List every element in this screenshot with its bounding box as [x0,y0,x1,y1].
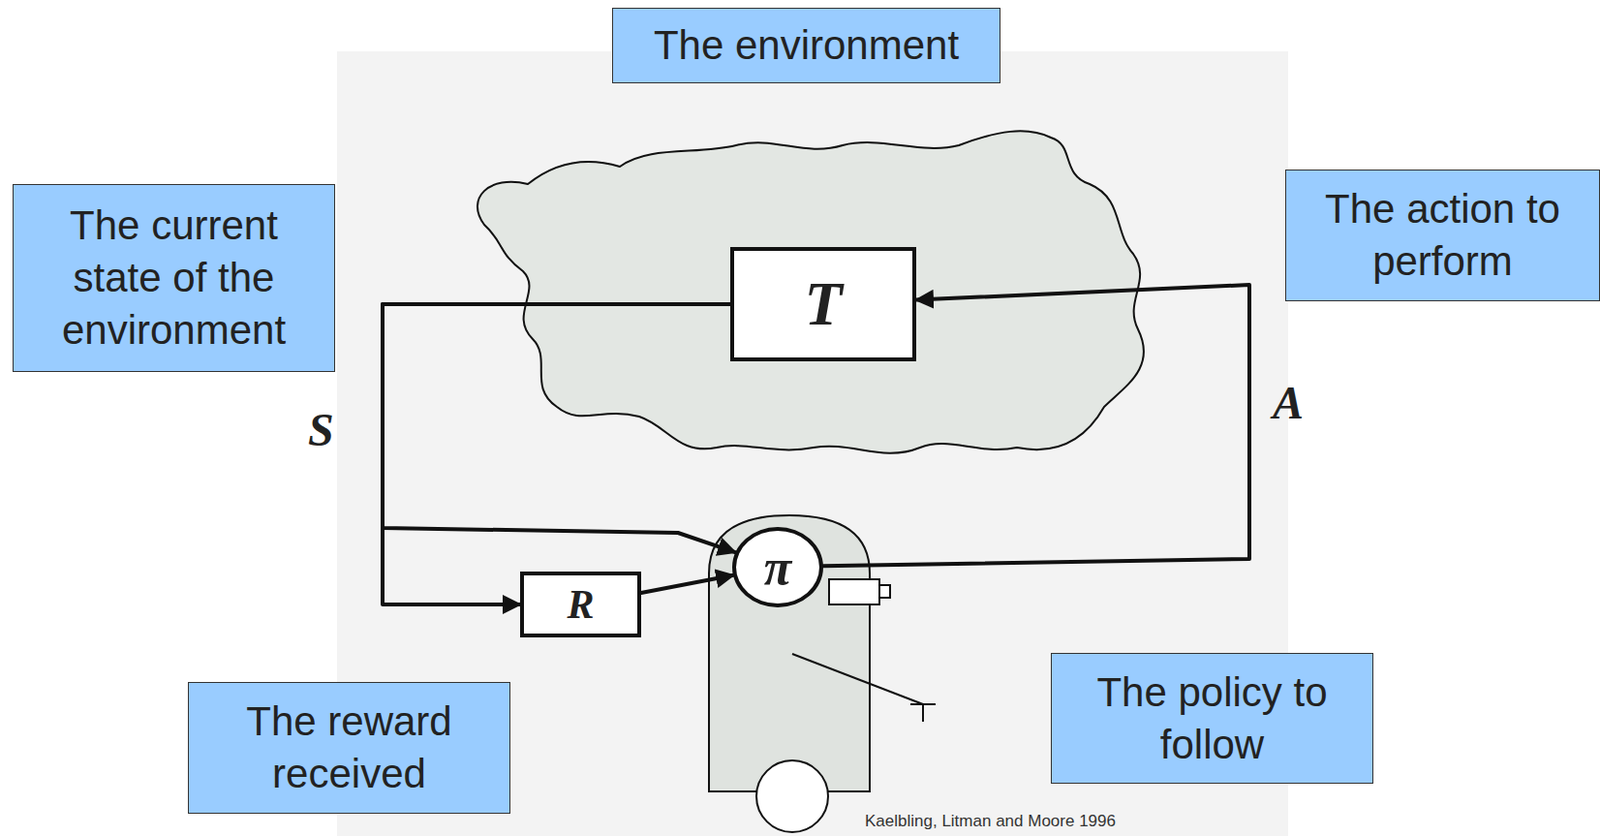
callout-box: The reward received [187,681,511,814]
robot-arm [792,653,924,705]
callout-text: The reward received [200,695,498,800]
callout-box: The policy to follow [1050,652,1374,784]
robot-camera [829,579,880,605]
connector-arrow [382,304,731,605]
callout-text: The current state of the environment [25,199,323,356]
text-group: The environment [653,19,959,72]
connector-arrow [382,304,736,553]
text-group: T [803,268,842,340]
citation-note: Kaelbling, Litman and Moore 1996 [864,811,1116,831]
transition-box: T [730,246,917,362]
symbol-text: R [566,581,594,628]
symbol-text: π [764,538,792,596]
signal-label: S [307,406,335,454]
text-group: The current state of the environment [25,199,323,356]
callout-text: The action to perform [1297,183,1588,288]
callout-box: The action to perform [1285,169,1600,302]
policy-ellipse: π [732,526,824,608]
text-group: The action to perform [1297,183,1588,288]
callout-text: The policy to follow [1063,666,1361,771]
signal-label: A [1272,379,1304,427]
text-group: π [764,538,792,596]
symbol-text: T [803,268,842,340]
environment-cloud [477,130,1144,453]
connector-arrow [641,575,734,593]
callout-box: The environment [612,7,1001,84]
text-group: R [566,581,594,628]
robot-wheel [756,760,829,832]
reward-box: R [520,571,642,638]
text-group: The reward received [200,695,498,800]
text-group: The policy to follow [1063,666,1361,771]
callout-box: The current state of the environment [12,184,336,372]
robot-gripper [922,704,924,722]
robot-body [708,515,870,792]
callout-text: The environment [653,19,959,72]
robot-camera-lens [879,584,891,598]
